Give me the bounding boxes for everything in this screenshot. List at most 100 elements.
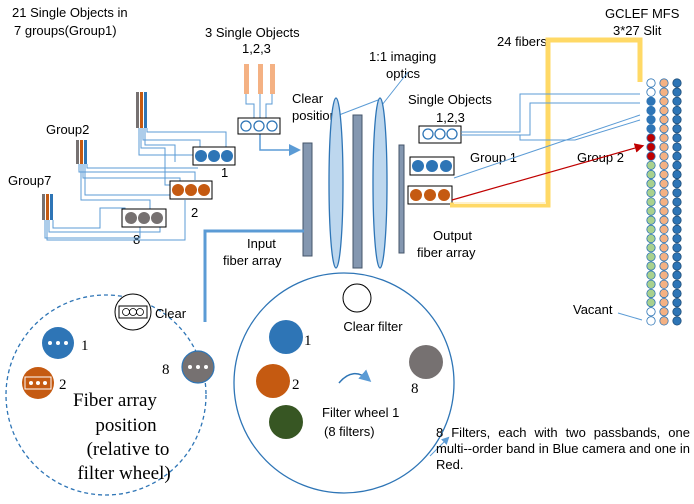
label-group-1-right: Group 1	[470, 150, 517, 165]
label-clear-filter: Clear filter	[343, 319, 403, 334]
label-filter-num-2: 2	[292, 377, 300, 393]
label-left-num-8: 8	[162, 362, 170, 378]
label-vacant: Vacant	[573, 302, 613, 317]
slit-fiber-col2-21	[659, 261, 669, 271]
slit-fiber-col2-4	[659, 105, 669, 116]
slit-fiber-col1-7	[646, 133, 656, 143]
label-123-top: 1,2,3	[242, 41, 271, 56]
slit-fiber-col2-12	[659, 179, 669, 189]
slit-fiber-col3-13	[672, 188, 682, 198]
right-fiber-lines	[453, 93, 641, 179]
group2-red-line	[451, 143, 645, 201]
pointer-to-note	[429, 436, 450, 457]
slit-fiber-col1-10	[646, 160, 656, 170]
filters-note: 8 Filters, each with two passbands, one …	[436, 425, 690, 472]
slit-fiber-col1-16	[646, 215, 656, 225]
label-3-single-objects: 3 Single Objects	[205, 25, 300, 40]
label-123-right: 1,2,3	[436, 110, 465, 125]
slit-fiber-col2-13	[659, 188, 669, 198]
slit-fiber-col1-2	[646, 87, 656, 97]
slit-fiber-col2-15	[659, 206, 669, 216]
filter-clear	[342, 283, 372, 313]
label-clear-position-1: Clear	[292, 91, 324, 106]
slit-fiber-col2-23	[659, 279, 669, 289]
label-left-num-1: 1	[81, 338, 89, 354]
left-clear-position	[114, 293, 152, 331]
filter-3	[269, 405, 303, 439]
label-group7: Group7	[8, 173, 51, 188]
label-gclef-1: GCLEF MFS	[605, 6, 680, 21]
slit-fiber-col2-14	[659, 197, 669, 207]
slit-fiber-col3-11	[672, 169, 682, 180]
slit-fiber-col3-26	[672, 307, 682, 317]
label-24-fibers: 24 fibers	[497, 34, 547, 49]
slit-fiber-col1-5	[646, 115, 656, 125]
slit-fiber-col3-27	[672, 316, 682, 326]
slit-fiber-col3-3	[672, 96, 682, 106]
output-fiber-array-plate	[398, 144, 405, 254]
slit-fiber-col2-9	[659, 151, 669, 161]
object-box-8	[121, 208, 167, 228]
slit-fiber-col3-18	[672, 233, 682, 244]
slit-fiber-col1-15	[646, 206, 656, 216]
slit-fiber-col3-14	[672, 197, 682, 207]
slit-fiber-col1-13	[646, 188, 656, 198]
slit-fiber-col3-17	[672, 224, 682, 234]
label-21-objects-line1: 21 Single Objects in	[12, 5, 128, 20]
slit-fiber-col1-19	[646, 243, 656, 253]
label-fiber-array-position-4: filter wheel)	[77, 463, 170, 484]
label-filter-wheel-1: Filter wheel 1	[322, 405, 399, 420]
left-position-1	[42, 327, 74, 359]
label-fiber-array-position-1: Fiber array	[73, 390, 157, 411]
lens-2	[372, 97, 388, 269]
left-position-8	[181, 350, 215, 384]
label-num-1: 1	[221, 165, 228, 180]
object-box-right-group1	[409, 156, 455, 176]
gclef-slit	[646, 78, 682, 326]
label-21-objects-line2: 7 groups(Group1)	[14, 23, 117, 38]
fiber-bundle-single-objects	[244, 64, 275, 94]
fiber-bundle-group1	[136, 92, 147, 128]
slit-fiber-col2-6	[659, 124, 669, 134]
object-box-right-single	[418, 125, 462, 144]
arrow-to-input	[259, 134, 301, 156]
slit-fiber-col1-4	[646, 105, 656, 116]
slit-fiber-col3-8	[672, 142, 682, 152]
slit-fiber-col3-2	[672, 87, 682, 97]
slit-fiber-col2-3	[659, 96, 669, 106]
slit-fiber-col3-1	[672, 78, 682, 88]
filter-wheel-circle	[233, 272, 455, 494]
slit-fiber-col2-10	[659, 160, 669, 170]
slit-fiber-col1-12	[646, 179, 656, 189]
slit-fiber-col3-19	[672, 243, 682, 253]
label-clear-left: Clear	[155, 306, 187, 321]
slit-fiber-col1-22	[646, 270, 656, 280]
object-box-2	[169, 180, 213, 200]
slit-fiber-col2-1	[659, 78, 669, 88]
slit-fiber-col2-26	[659, 307, 669, 317]
label-filter-wheel-2: (8 filters)	[324, 424, 375, 439]
clear-filter-plate	[352, 114, 363, 269]
label-single-objects-right: Single Objects	[408, 92, 492, 107]
filter-8	[409, 345, 443, 379]
input-fiber-array-plate	[302, 142, 313, 257]
object-box-single-top	[237, 117, 281, 135]
label-input-fiber-array-2: fiber array	[223, 253, 282, 268]
slit-fiber-col3-21	[672, 261, 682, 271]
label-imaging-optics-1: 1:1 imaging	[369, 49, 436, 64]
slit-fiber-col1-14	[646, 197, 656, 207]
slit-fiber-col1-17	[646, 224, 656, 234]
fiber-array-position-circle	[5, 294, 207, 496]
pointer-clear-position	[338, 99, 379, 116]
label-imaging-optics-2: optics	[386, 66, 420, 81]
label-gclef-2: 3*27 Slit	[613, 23, 662, 38]
slit-fiber-col1-20	[646, 252, 656, 262]
fiber-bundle-group7	[42, 194, 53, 220]
slit-fiber-col3-9	[672, 151, 682, 161]
slit-fiber-col2-25	[659, 297, 669, 308]
slit-fiber-col1-25	[646, 297, 656, 308]
slit-fiber-col3-15	[672, 206, 682, 216]
slit-fiber-col1-23	[646, 279, 656, 289]
slit-fiber-col3-16	[672, 215, 682, 225]
pointer-to-fiber-array-position	[203, 229, 304, 322]
